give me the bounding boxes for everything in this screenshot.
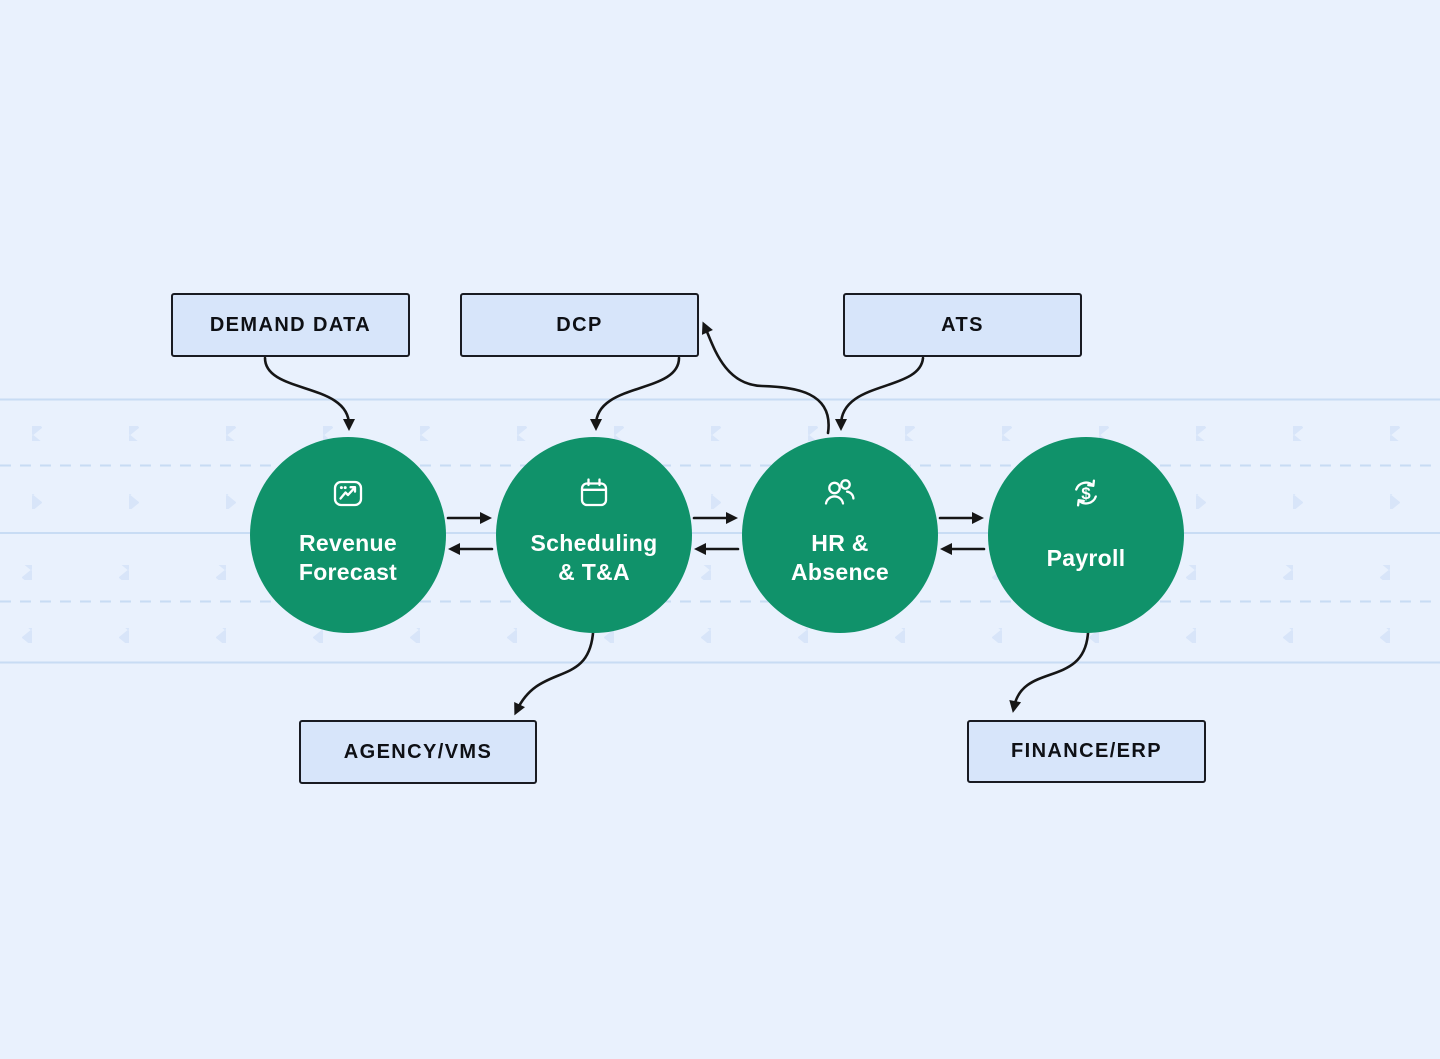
node-label: DEMAND DATA [209,313,372,336]
node-finance-erp: FINANCE/ERP [967,720,1206,783]
node-demand-data: DEMAND DATA [171,293,410,357]
node-label: DCP [556,313,603,336]
node-payroll: $ Payroll [988,437,1184,633]
svg-text:$: $ [1081,484,1091,503]
node-label: ATS [941,313,984,336]
node-ats: ATS [843,293,1082,357]
users-icon [821,474,859,512]
node-hr-absence: HR & Absence [742,437,938,633]
node-label: HR & Absence [791,530,889,585]
node-label: Revenue Forecast [298,530,398,585]
node-label: FINANCE/ERP [1011,740,1162,762]
node-revenue-forecast: Revenue Forecast [250,437,446,633]
calendar-icon [575,474,613,512]
node-label: Payroll [1046,544,1126,571]
node-label: AGENCY/VMS [343,740,493,763]
node-agency-vms: AGENCY/VMS [299,720,537,784]
dollar-refresh-icon: $ [1067,474,1105,512]
node-scheduling-ta: Scheduling & T&A [496,437,692,633]
node-label: Scheduling & T&A [530,530,658,585]
node-dcp: DCP [460,293,699,357]
trend-chart-icon [329,474,367,512]
